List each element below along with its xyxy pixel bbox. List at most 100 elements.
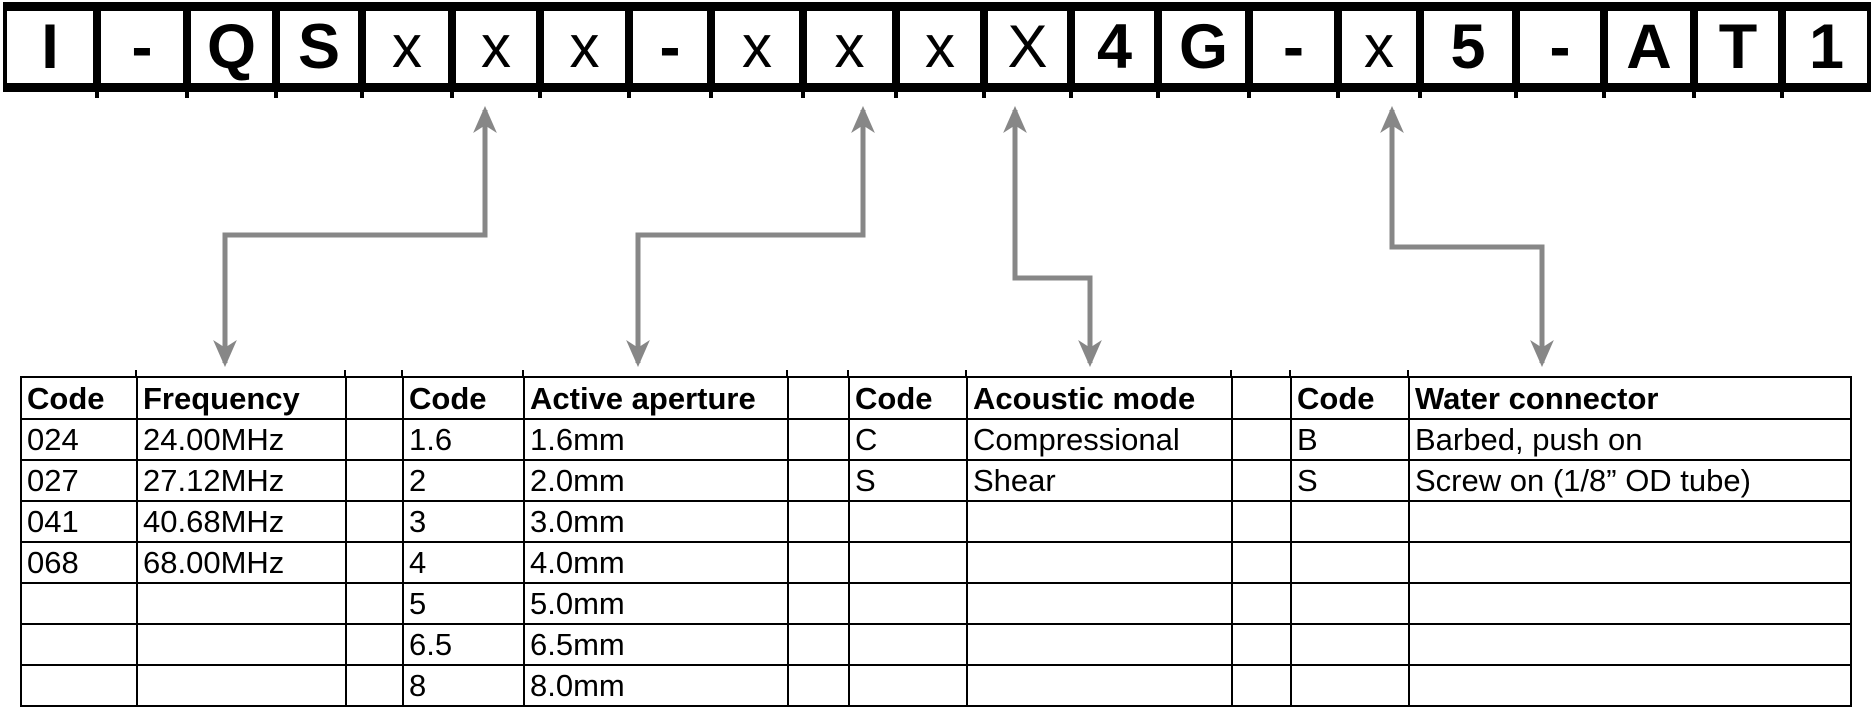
value-cell [138,666,347,707]
arrow-acoustic-mode [1003,105,1102,368]
table-divider-tick [847,370,849,376]
part-code-box: A [1608,11,1690,83]
code-cell: 4 [404,543,525,584]
value-cell: 2.0mm [525,461,789,502]
part-code-box: X [988,11,1067,83]
code-cell: 8 [404,666,525,707]
part-code-box: - [633,11,707,83]
spacer-cell [1233,625,1292,666]
part-code-box: Q [191,11,272,83]
spacer-cell [1233,502,1292,543]
spacer-cell [347,625,404,666]
box-divider-tick [274,92,278,98]
value-cell [968,584,1233,625]
value-cell: 4.0mm [525,543,789,584]
code-cell [1292,584,1410,625]
box-divider-tick [894,92,898,98]
spacer-cell [347,420,404,461]
box-divider-tick [360,92,364,98]
box-divider-tick [709,92,713,98]
table-divider-tick [344,370,346,376]
code-cell [1292,666,1410,707]
code-cell: 5 [404,584,525,625]
box-divider-tick [538,92,542,98]
table-divider-tick [522,370,524,376]
value-cell: 40.68MHz [138,502,347,543]
spacer-cell [347,502,404,543]
part-code-box: I [7,11,93,83]
value-header-active-aperture: Active aperture [525,378,789,420]
table-divider-tick [786,370,788,376]
value-cell: 27.12MHz [138,461,347,502]
spacer-cell [1233,666,1292,707]
code-cell: 068 [22,543,138,584]
value-cell: 1.6mm [525,420,789,461]
part-code-box: x [1342,11,1416,83]
box-divider-tick [1247,92,1251,98]
spacer-cell [1233,378,1292,420]
box-divider-tick [185,92,189,98]
box-divider-tick [627,92,631,98]
table-divider-tick [965,370,967,376]
code-cell [22,666,138,707]
value-cell: 8.0mm [525,666,789,707]
code-cell: S [850,461,968,502]
box-divider-tick [801,92,805,98]
value-cell [968,666,1233,707]
value-cell: 3.0mm [525,502,789,543]
value-cell [1410,666,1852,707]
box-divider-tick [1602,92,1606,98]
table-divider-tick [1289,370,1291,376]
code-header-acoustic-mode: Code [850,378,968,420]
value-cell: Compressional [968,420,1233,461]
box-divider-tick [450,92,454,98]
code-cell [1292,543,1410,584]
code-cell [1292,502,1410,543]
code-cell: 024 [22,420,138,461]
code-cell [850,543,968,584]
part-code-box: S [280,11,358,83]
code-cell: 041 [22,502,138,543]
spacer-cell [789,420,850,461]
code-cell: B [1292,420,1410,461]
value-cell [968,625,1233,666]
spacer-cell [1233,461,1292,502]
part-code-box: x [544,11,625,83]
part-code-box: - [101,11,183,83]
value-cell [138,625,347,666]
code-header-water-connector: Code [1292,378,1410,420]
value-cell [1410,543,1852,584]
spacer-cell [789,666,850,707]
spacer-cell [347,584,404,625]
part-code-box: x [715,11,799,83]
spacer-cell [347,378,404,420]
code-cell [1292,625,1410,666]
value-cell: Screw on (1/8” OD tube) [1410,461,1852,502]
spacer-cell [347,543,404,584]
table-divider-tick [135,370,137,376]
part-code-box: 1 [1786,11,1867,83]
value-cell: Shear [968,461,1233,502]
value-header-frequency: Frequency [138,378,347,420]
spacer-cell [789,584,850,625]
box-divider-tick [1418,92,1422,98]
value-cell: 6.5mm [525,625,789,666]
box-divider-tick [982,92,986,98]
value-cell [1410,584,1852,625]
spacer-cell [1233,584,1292,625]
code-cell [22,584,138,625]
code-cell: 3 [404,502,525,543]
spacer-cell [789,378,850,420]
code-cell: 027 [22,461,138,502]
part-code-box: G [1162,11,1245,83]
part-code-box: x [366,11,448,83]
code-cell: 1.6 [404,420,525,461]
part-code-box: - [1253,11,1334,83]
part-code-box: 4 [1075,11,1154,83]
code-cell: 6.5 [404,625,525,666]
spacer-cell [789,461,850,502]
value-cell [968,502,1233,543]
arrow-water-connector [1380,105,1554,368]
spacer-cell [1233,420,1292,461]
